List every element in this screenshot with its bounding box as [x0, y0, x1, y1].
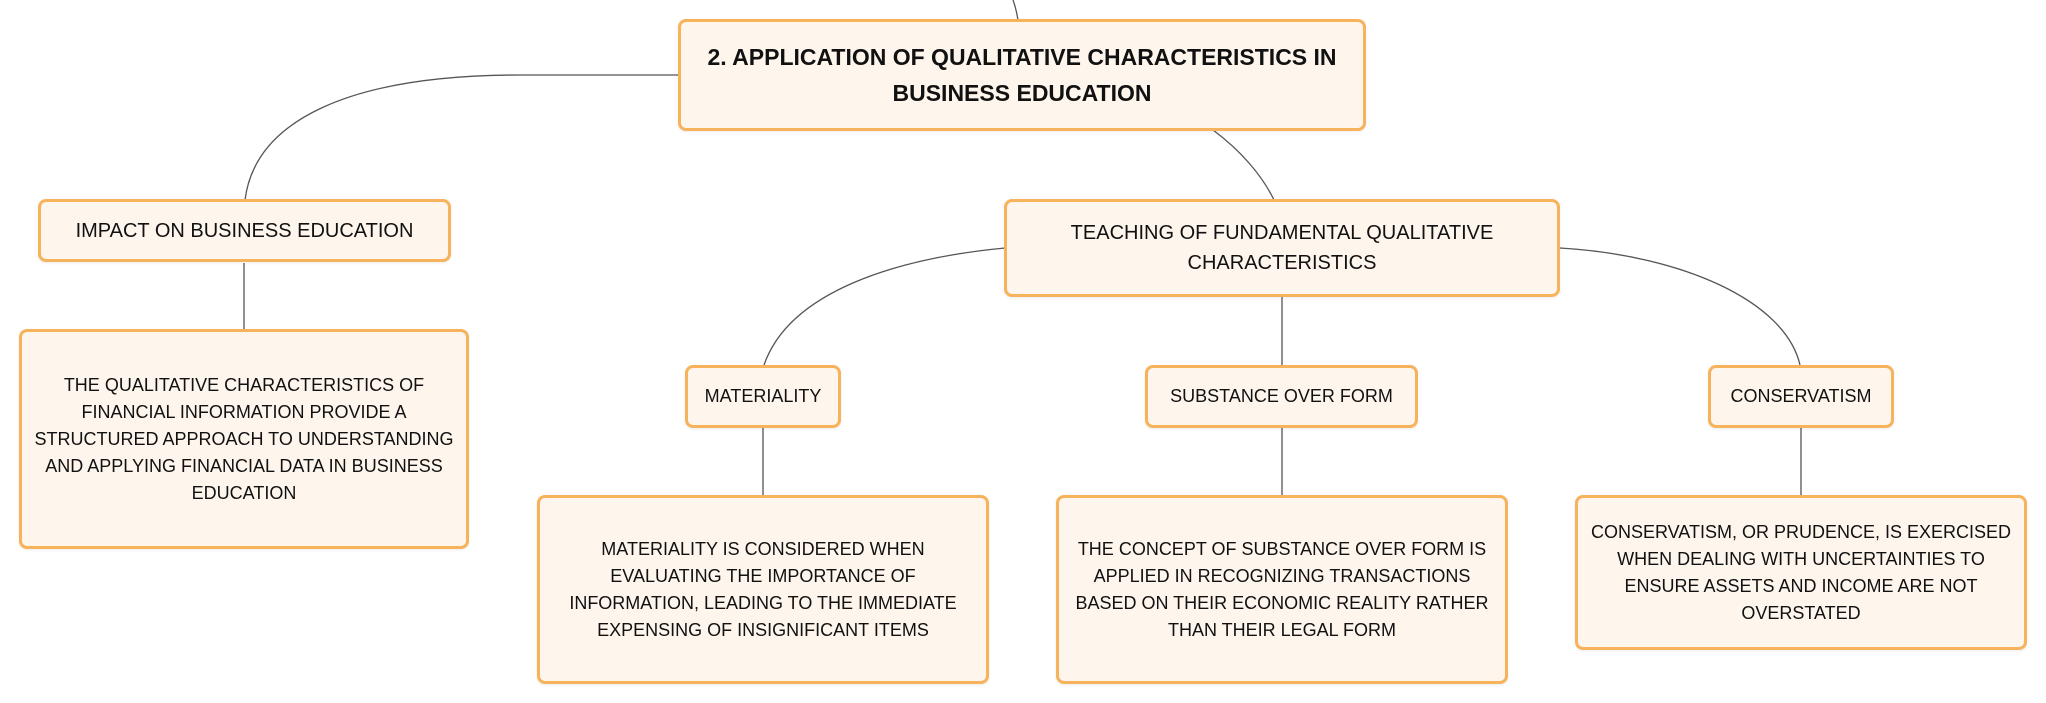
- root-node-label: 2. APPLICATION OF QUALITATIVE CHARACTERI…: [707, 44, 1337, 106]
- connector-teaching-to-conservatism: [1559, 247, 1801, 366]
- conservatism-description-node[interactable]: CONSERVATISM, OR PRUDENCE, IS EXERCISED …: [1575, 495, 2027, 650]
- conservatism-node[interactable]: CONSERVATISM: [1708, 365, 1894, 428]
- substance-description-text: THE CONCEPT OF SUBSTANCE OVER FORM IS AP…: [1075, 538, 1489, 640]
- connector-root-to-impact: [244, 74, 678, 201]
- root-node[interactable]: 2. APPLICATION OF QUALITATIVE CHARACTERI…: [678, 19, 1366, 131]
- impact-node[interactable]: IMPACT ON BUSINESS EDUCATION: [38, 199, 451, 262]
- substance-description-node[interactable]: THE CONCEPT OF SUBSTANCE OVER FORM IS AP…: [1056, 495, 1508, 684]
- connector-root-to-teaching: [1212, 129, 1275, 201]
- connector-teaching-to-materiality: [763, 247, 1006, 366]
- substance-over-form-node[interactable]: SUBSTANCE OVER FORM: [1145, 365, 1418, 428]
- conservatism-description-text: CONSERVATISM, OR PRUDENCE, IS EXERCISED …: [1590, 521, 2012, 623]
- impact-description-text: THE QUALITATIVE CHARACTERISTICS OF FINAN…: [34, 374, 454, 503]
- teaching-node[interactable]: TEACHING OF FUNDAMENTAL QUALITATIVE CHAR…: [1004, 199, 1560, 297]
- conservatism-node-label: CONSERVATISM: [1730, 386, 1872, 406]
- substance-over-form-node-label: SUBSTANCE OVER FORM: [1170, 386, 1393, 406]
- materiality-node[interactable]: MATERIALITY: [685, 365, 841, 428]
- materiality-node-label: MATERIALITY: [704, 386, 822, 406]
- materiality-description-text: MATERIALITY IS CONSIDERED WHEN EVALUATIN…: [569, 538, 957, 640]
- connector-parent-to-root: [1012, 0, 1019, 21]
- materiality-description-node[interactable]: MATERIALITY IS CONSIDERED WHEN EVALUATIN…: [537, 495, 989, 684]
- impact-description-node[interactable]: THE QUALITATIVE CHARACTERISTICS OF FINAN…: [19, 329, 469, 549]
- impact-node-label: IMPACT ON BUSINESS EDUCATION: [75, 219, 414, 242]
- teaching-node-label: TEACHING OF FUNDAMENTAL QUALITATIVE CHAR…: [1070, 222, 1494, 274]
